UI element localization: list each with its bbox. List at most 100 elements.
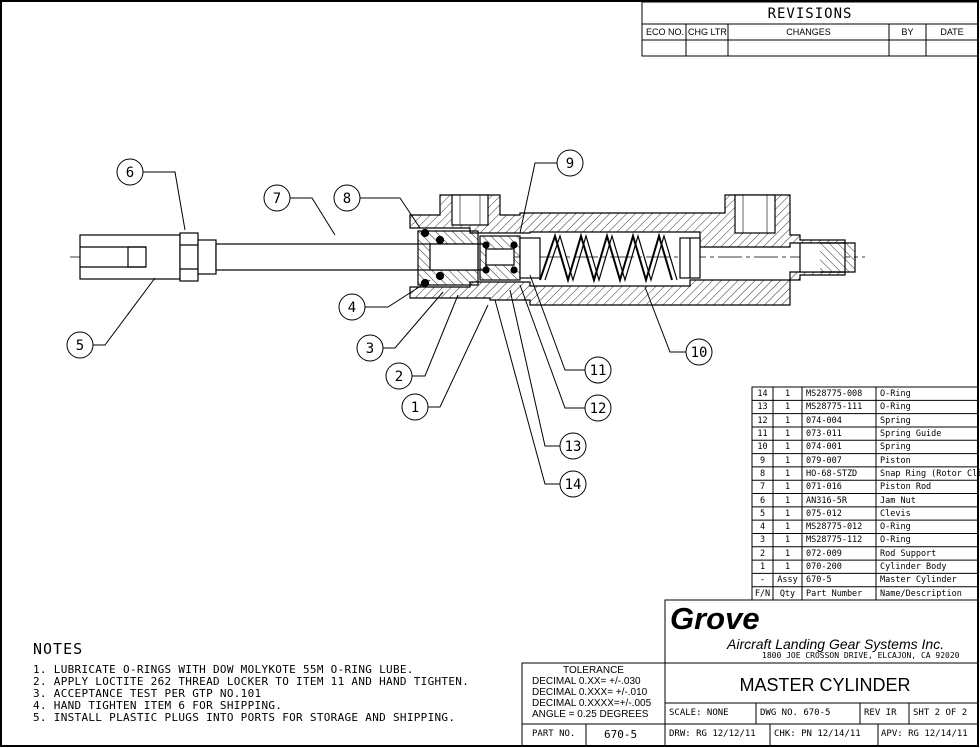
bom-cell-description: Master Cylinder: [880, 575, 957, 586]
bom-cell-fn: 10: [757, 442, 768, 453]
cylinder-body-part: [409, 194, 856, 306]
company-name: Aircraft Landing Gear Systems Inc.: [727, 636, 945, 652]
balloon-9: 9: [566, 156, 574, 172]
bom-cell-qty: 1: [784, 548, 791, 559]
clevis-part: [79, 234, 181, 280]
rev-col-date: DATE: [940, 27, 964, 37]
note-3: 3. ACCEPTANCE TEST PER GTP NO.101: [33, 687, 262, 700]
bom-cell-qty: 1: [784, 495, 791, 506]
balloon-6: 6: [126, 165, 134, 181]
bom-cell-qty: 1: [784, 522, 791, 533]
balloon-4: 4: [348, 300, 356, 316]
revisions-block: [641, 1, 979, 57]
checked-by: CHK: PN 12/14/11: [774, 729, 861, 739]
bom-cell-fn: 8: [759, 468, 766, 479]
bom-cell-part-number: 075-012: [806, 508, 842, 519]
rev-col-eco: ECO NO.: [646, 27, 685, 37]
bom-cell-part-number: 074-001: [806, 442, 842, 453]
approved-by: APV: RG 12/14/11: [881, 729, 968, 739]
sheet-field: SHT 2 OF 2: [913, 708, 968, 718]
bom-cell-fn: 1: [759, 562, 766, 573]
bom-cell-fn: -: [759, 575, 766, 586]
bom-cell-description: Cylinder Body: [880, 562, 947, 573]
drawing-title: MASTER CYLINDER: [739, 675, 911, 695]
balloon-10: 10: [691, 345, 708, 361]
bom-cell-description: O-Ring: [880, 522, 911, 533]
tolerance-line-4: ANGLE = 0.25 DEGREES: [532, 709, 649, 720]
rev-field: REV IR: [864, 708, 897, 718]
bom-cell-qty: 1: [784, 442, 791, 453]
part-no-label: PART NO.: [532, 729, 576, 739]
notes-heading: NOTES: [33, 640, 84, 658]
bom-cell-fn: 14: [757, 389, 768, 399]
bom-cell-qty: 1: [784, 482, 791, 493]
note-1: 1. LUBRICATE O-RINGS WITH DOW MOLYKOTE 5…: [33, 663, 414, 676]
balloon-circles: [66, 149, 713, 498]
bom-cell-description: Piston Rod: [880, 482, 932, 493]
note-2: 2. APPLY LOCTITE 262 THREAD LOCKER TO IT…: [33, 675, 470, 688]
revisions-title: REVISIONS: [767, 6, 853, 22]
bom-cell-fn: 13: [757, 402, 768, 413]
bom-cell-description: Name/Description: [880, 588, 962, 599]
balloon-5: 5: [76, 338, 84, 354]
bom-cell-fn: 9: [759, 455, 766, 466]
part-no-value: 670-5: [604, 728, 638, 741]
bom-cell-part-number: MS28775-012: [806, 522, 863, 533]
bom-cell-part-number: 072-009: [806, 548, 842, 559]
bom-cell-fn: 6: [759, 495, 766, 506]
balloon-11: 11: [590, 363, 607, 379]
drawn-by: DRW: RG 12/12/11: [669, 729, 756, 739]
bom-cell-qty: 1: [784, 455, 791, 466]
bom-cell-description: Spring: [880, 415, 911, 426]
dwg-no-field: DWG NO. 670-5: [760, 708, 831, 718]
bom-cell-qty: 1: [784, 535, 791, 546]
bom-cell-description: Rod Support: [880, 548, 937, 559]
bom-cell-fn: 5: [759, 508, 766, 519]
bom-cell-description: Piston: [880, 455, 911, 466]
bom-cell-part-number: MS28775-008: [806, 389, 863, 399]
spring-guide-part: [519, 237, 541, 279]
bom-cell-part-number: HO-68-STZD: [806, 468, 858, 479]
bom-cell-part-number: 070-200: [806, 562, 842, 573]
bom-cell-description: O-Ring: [880, 535, 911, 546]
master-cylinder-section: [70, 194, 865, 306]
bom-cell-description: Snap Ring (Rotor Clip): [880, 468, 980, 479]
balloon-14: 14: [565, 477, 582, 493]
bom-cell-description: Jam Nut: [880, 495, 916, 506]
company-address: 1800 JOE CROSSON DRIVE, ELCAJON, CA 9202…: [762, 651, 960, 660]
bom-cell-fn: 12: [757, 415, 768, 426]
bom-cell-qty: Assy: [777, 575, 798, 586]
rev-col-by: BY: [901, 27, 914, 37]
bom-cell-fn: 4: [759, 522, 766, 533]
balloon-8: 8: [343, 191, 351, 207]
bom-cell-description: O-Ring: [880, 389, 911, 399]
bom-cell-part-number: AN316-5R: [806, 495, 847, 506]
balloon-1: 1: [411, 400, 419, 416]
tolerance-heading: TOLERANCE: [563, 665, 624, 676]
leader-lines: [92, 162, 686, 485]
bom-cell-qty: 1: [784, 562, 791, 573]
bom-cell-qty: 1: [784, 402, 791, 413]
tolerance-line-3: DECIMAL 0.XXXX=+/-.005: [532, 698, 652, 709]
bom-cell-description: O-Ring: [880, 402, 911, 413]
bom-cell-fn: 7: [759, 482, 766, 493]
bom-cell-fn: 11: [757, 428, 768, 439]
bom-cell-qty: 1: [784, 389, 791, 399]
title-block-grid: [521, 599, 979, 747]
balloon-12: 12: [590, 401, 607, 417]
bom-cell-qty: 1: [784, 415, 791, 426]
balloon-3: 3: [366, 341, 374, 357]
balloon-7: 7: [273, 191, 281, 207]
rev-col-chg: CHG LTR: [688, 27, 727, 37]
bom-cell-part-number: 073-011: [806, 428, 842, 439]
balloon-13: 13: [565, 439, 582, 455]
bom-cell-part-number: MS28775-111: [806, 402, 863, 413]
note-5: 5. INSTALL PLASTIC PLUGS INTO PORTS FOR …: [33, 711, 456, 724]
company-logo: Grove: [670, 601, 760, 636]
rev-col-changes: CHANGES: [786, 27, 831, 37]
o-ring-marks: [420, 228, 518, 288]
balloon-labels: 1 2 3 4 5 6 7 8 9 10 11 12 13 14: [76, 156, 708, 493]
bom-cell-part-number: 071-016: [806, 482, 842, 493]
bom-cell-fn: 2: [759, 548, 766, 559]
